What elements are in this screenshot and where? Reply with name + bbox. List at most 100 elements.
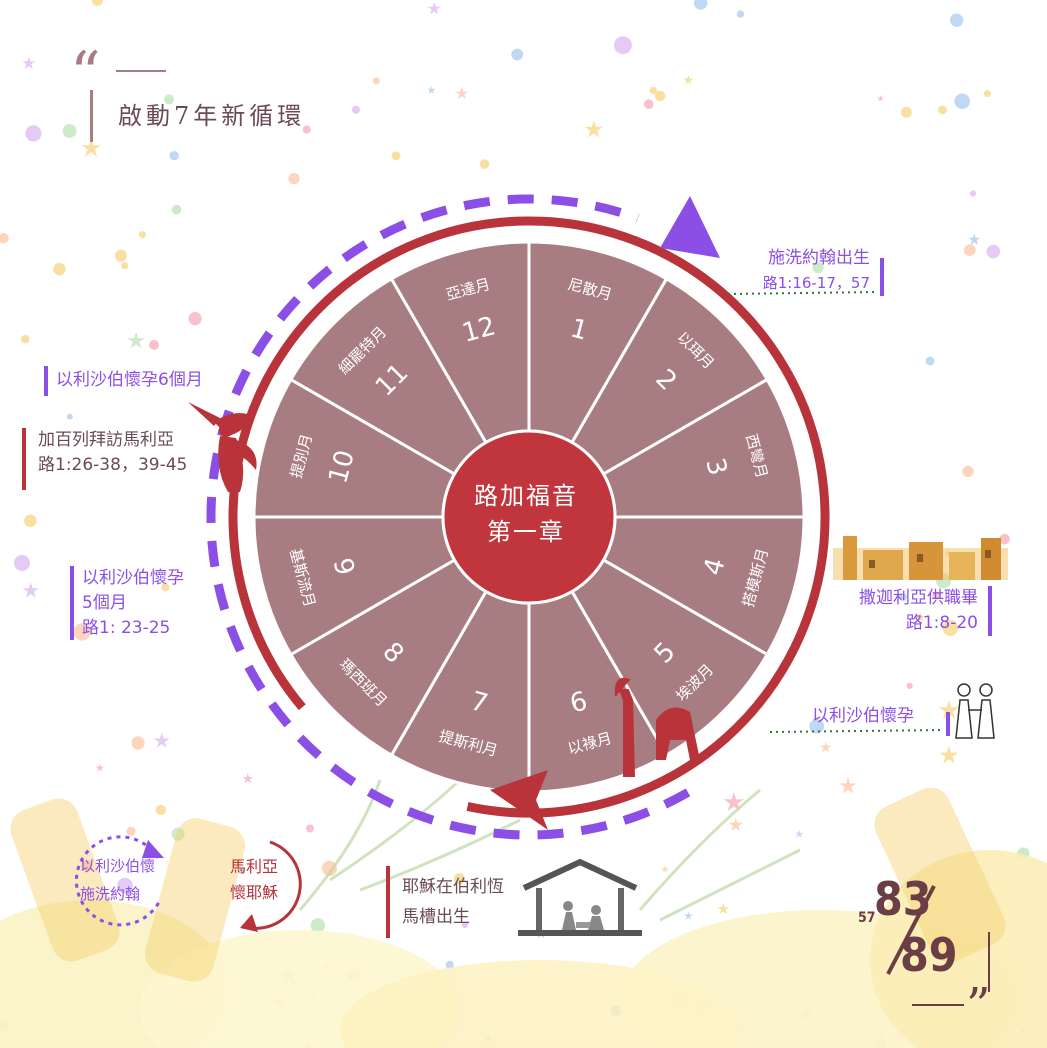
confetti-dot [809,718,825,734]
confetti-dot [155,804,166,816]
confetti-dot [942,619,959,636]
month-number: 4 [698,555,731,579]
month-number: 7 [467,686,491,719]
confetti-dot [126,826,136,836]
elizabeth-6m-bar [44,366,48,396]
confetti-dot [66,413,73,420]
confetti-dot [117,877,133,894]
confetti-dot [932,591,941,600]
confetti-dot [53,262,66,276]
confetti-dot [900,106,912,118]
confetti-dot [131,736,145,750]
elizabeth-5m-bar [70,566,74,640]
confetti-dot [169,150,179,161]
jesus-birth-line2: 馬槽出生 [402,907,470,927]
confetti-dot [22,582,39,598]
zechariah-line1: 撒迦利亞供職畢 [859,588,978,608]
donkey-icon [656,707,700,760]
jesus-birth-bar [386,866,390,938]
confetti-dot [153,732,170,748]
elizabeth-conceives-bar [946,712,950,736]
confetti-dot [819,741,832,753]
confetti-dot [877,94,884,102]
elizabeth-5m-line1: 以利沙伯懷孕 [82,568,184,588]
confetti-dot [305,824,314,833]
confetti-dot [925,356,935,366]
john-birth-line1: 施洗約翰出生 [768,248,870,268]
confetti-dot [445,960,454,969]
quote-rule [116,70,166,72]
quote-bar [90,90,93,142]
confetti-dot [963,244,976,256]
confetti-dot [723,792,744,812]
legend-purple-line2: 施洗約翰 [80,885,141,903]
confetti-dot [0,233,9,244]
page-bar [988,932,990,992]
confetti-dot [938,105,947,115]
page-prefix: 57 [858,910,876,926]
confetti-dot [654,90,666,102]
confetti-dot [161,583,170,592]
confetti-dot [584,120,603,138]
elizabeth-5m-line2: 5個月 [82,593,127,613]
month-number: 3 [699,455,732,479]
confetti-dot [171,204,182,215]
confetti-dot [898,592,907,601]
confetti-dot [302,125,311,134]
close-quote-icon: ” [966,978,991,1034]
confetti-dot [914,612,926,623]
john-birth-label: 施洗約翰出生 路1:16-17，57 [762,246,870,296]
legend-red-line1: 馬利亞 [229,857,278,876]
confetti-dot [812,262,824,274]
confetti-dot [121,262,129,270]
confetti-dot [939,699,960,719]
confetti-dot [25,125,42,142]
center-circle [441,429,617,605]
leader-john-birth [727,291,879,295]
legend-purple-label: 以利沙伯懷 施洗約翰 [80,852,155,908]
month-number: 9 [326,555,359,579]
confetti-dot [661,865,669,873]
confetti-dot [954,93,971,110]
confetti-dot [310,918,326,933]
confetti-dot [73,623,91,641]
open-quote-icon: “ [70,39,101,109]
confetti-dot [242,773,254,784]
zechariah-line2: 路1:8-20 [905,613,978,633]
confetti-dot [138,231,146,239]
center-label-line2: 第一章 [487,518,565,546]
confetti-dot [455,86,469,100]
confetti-dot [939,745,959,764]
gabriel-label: 加百列拜訪馬利亞 路1:26-38，39-45 [38,428,187,478]
month-number: 1 [567,313,591,346]
jesus-birth-label: 耶穌在伯利恆 馬槽出生 [402,872,504,932]
confetti-dot [693,0,708,10]
confetti-dot [999,533,1010,545]
confetti-dot [91,0,104,6]
legend-red-label: 馬利亞 懷耶穌 [222,854,286,906]
confetti-dot [968,233,981,245]
confetti-dot [237,867,244,874]
page-total: 89 [900,928,958,982]
confetti-dot [728,817,743,832]
confetti-dot [906,682,913,689]
confetti-dot [13,554,31,571]
confetti-dot [649,86,657,95]
john-birth-bar [880,258,884,296]
confetti-dot [986,244,1001,259]
gabriel-bar [22,428,26,490]
center-label: 路加福音 第一章 [442,478,610,550]
page-title: 啟動7年新循環 [118,102,306,130]
confetti-dot [351,105,360,114]
confetti-dot [983,90,991,98]
confetti-dot [839,777,857,794]
confetti-dot [511,48,524,61]
legend-purple-line1: 以利沙伯懷 [80,857,156,875]
confetti-dot [949,13,964,27]
confetti-dot [114,249,127,262]
village-icon [833,528,1008,584]
confetti-dot [321,860,338,877]
zechariah-bar [988,586,992,636]
confetti-dot [188,312,202,326]
